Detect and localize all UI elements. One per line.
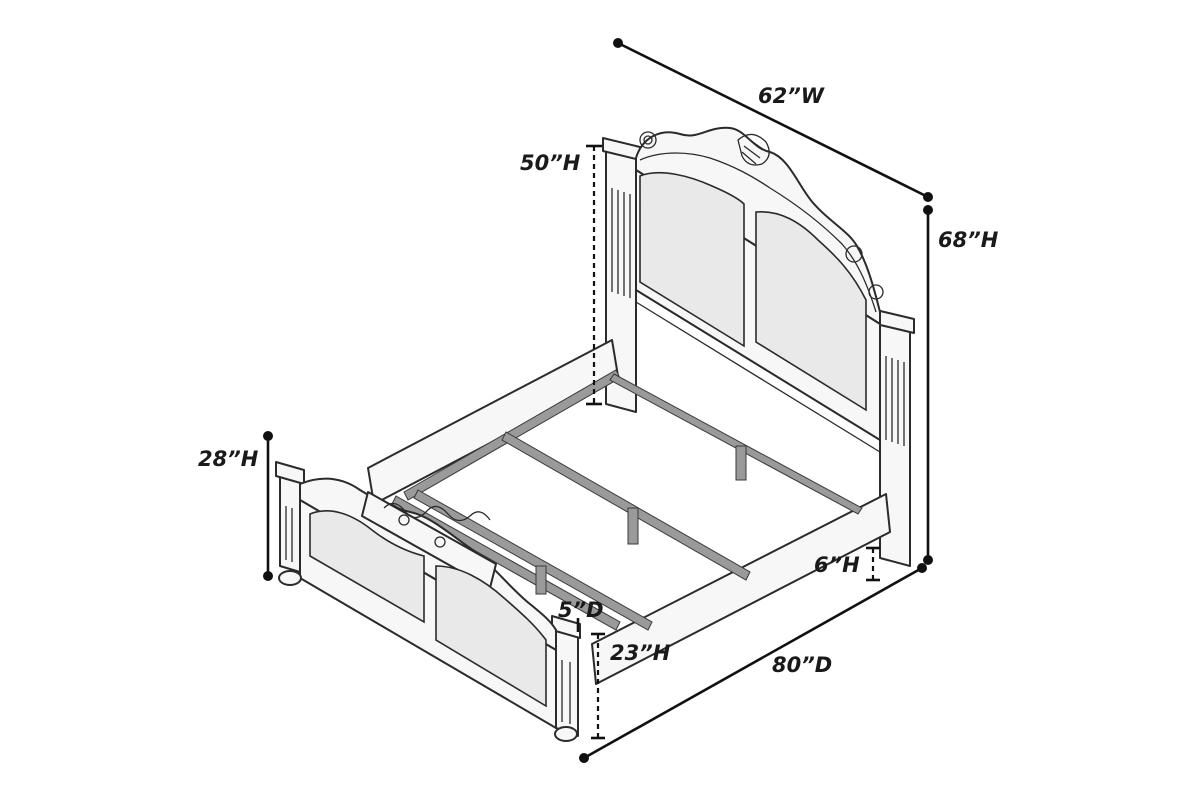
- width-label: 62”W: [758, 84, 825, 108]
- dimension-lines: [263, 38, 933, 763]
- footboard-depth-label: 5”D: [558, 598, 604, 622]
- clearance-height-label: 23”H: [610, 641, 671, 665]
- headboard: [602, 126, 915, 567]
- depth-label: 80”D: [772, 653, 832, 677]
- headboard-height-label: 50”H: [520, 151, 581, 175]
- total-height-label: 68”H: [938, 228, 999, 252]
- bed-frame-rails: [367, 339, 891, 685]
- footboard: [275, 461, 581, 742]
- rail-height-label: 6”H: [814, 553, 860, 577]
- footboard-height-label: 28”H: [198, 447, 259, 471]
